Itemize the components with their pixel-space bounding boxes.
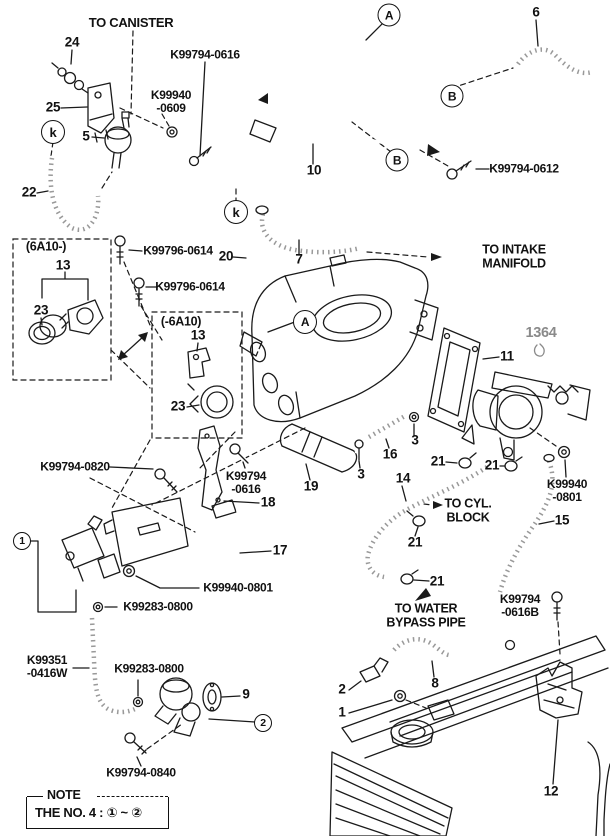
brackets-group bbox=[103, 425, 249, 573]
valve-19-group bbox=[279, 411, 420, 473]
hose-22-drawing bbox=[48, 155, 101, 233]
clamps-21-drawing bbox=[400, 452, 523, 601]
solenoid-1-group bbox=[27, 433, 121, 613]
canister-valve-group bbox=[51, 62, 212, 169]
hose-15-drawing bbox=[497, 453, 555, 595]
hose-6-drawing bbox=[515, 46, 604, 83]
bolts-k99796-drawing bbox=[114, 235, 145, 307]
leader-lines bbox=[36, 19, 567, 785]
egr-2-group bbox=[89, 615, 222, 755]
vacuum-pipe-10-group bbox=[232, 44, 440, 185]
note-title: NOTE bbox=[43, 788, 85, 802]
note-text: THE NO. 4 : ① ~ ② bbox=[35, 805, 142, 820]
hose-14-drawing bbox=[365, 464, 490, 581]
note-box-border-segment bbox=[27, 796, 43, 797]
radiator-group bbox=[329, 591, 610, 836]
intake-manifold-drawing bbox=[249, 254, 439, 423]
note-box-dashed-border bbox=[97, 796, 168, 797]
throttle-body-drawing bbox=[461, 343, 591, 461]
dashed-connector-lines bbox=[50, 30, 561, 750]
bolt-0612-drawing bbox=[446, 160, 472, 180]
hose-7-drawing bbox=[255, 205, 363, 255]
water-pipes-drawing bbox=[422, 524, 584, 654]
tube-20-drawing bbox=[239, 258, 278, 362]
swap-arrow bbox=[118, 332, 148, 360]
gasket-11-drawing bbox=[427, 327, 481, 433]
6a10-later-box-group bbox=[12, 238, 112, 381]
6a10-earlier-box-group bbox=[151, 311, 243, 439]
nuts-drawing bbox=[92, 445, 571, 708]
note-box: NOTE THE NO. 4 : ① ~ ② bbox=[26, 788, 169, 829]
